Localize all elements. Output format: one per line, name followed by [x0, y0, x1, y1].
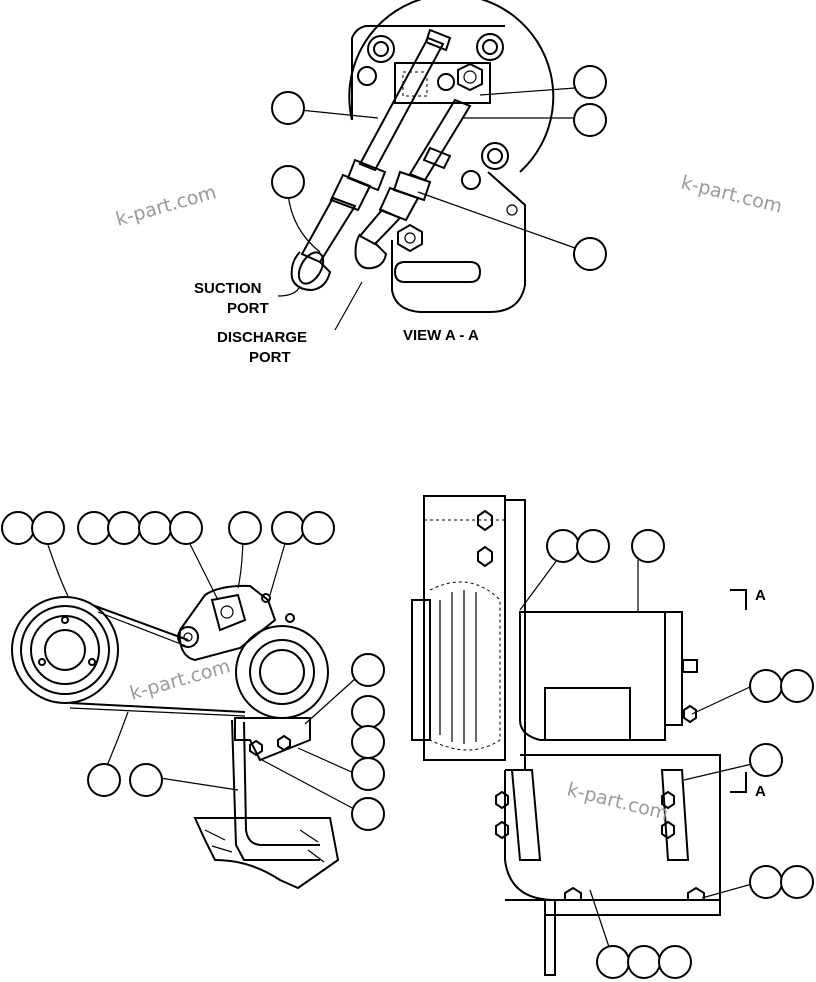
- callout-bubble: [31, 511, 65, 545]
- callout-bubble: [631, 529, 665, 563]
- callout-bubble: [596, 945, 630, 979]
- callout-bubble: [107, 511, 141, 545]
- callout-bubble: [271, 91, 305, 125]
- suction-label-1: SUCTION: [194, 280, 262, 297]
- view-title: VIEW A - A: [403, 327, 479, 344]
- callout-bubble: [749, 865, 783, 899]
- view-a-a-labels: SUCTION PORT DISCHARGE PORT VIEW A - A: [194, 280, 479, 366]
- belt-drive-drawing: [11, 539, 357, 890]
- callout-bubble: [780, 865, 814, 899]
- callout-bubble: [138, 511, 172, 545]
- callout-bubble: [749, 669, 783, 703]
- callout-bubble: [129, 763, 163, 797]
- discharge-label-2: PORT: [249, 349, 291, 366]
- callout-bubble: [749, 743, 783, 777]
- callout-bubble: [573, 237, 607, 271]
- callout-bubble: [301, 511, 335, 545]
- callout-bubble: [351, 797, 385, 831]
- side-view-section-marks: A A: [755, 587, 766, 800]
- watermark: k-part.com: [113, 181, 219, 231]
- callout-bubble: [351, 725, 385, 759]
- callout-bubble: [546, 529, 580, 563]
- callout-bubble: [87, 763, 121, 797]
- view-a-a-drawing: [277, 0, 576, 331]
- callout-bubble: [351, 757, 385, 791]
- callout-bubble: [169, 511, 203, 545]
- watermark: k-part.com: [565, 779, 671, 825]
- callout-bubble: [271, 165, 305, 199]
- watermarks: k-part.com k-part.com k-part.com k-part.…: [113, 172, 784, 825]
- callout-bubble: [351, 653, 385, 687]
- section-mark-bottom: A: [755, 783, 766, 800]
- view-a-a-callouts: [271, 65, 607, 271]
- callout-bubble: [77, 511, 111, 545]
- watermark: k-part.com: [127, 655, 233, 705]
- side-view-callouts: [546, 529, 814, 979]
- callout-bubble: [271, 511, 305, 545]
- side-view-drawing: [411, 495, 753, 976]
- discharge-label-1: DISCHARGE: [217, 329, 307, 346]
- callout-bubble: [573, 65, 607, 99]
- callout-bubble: [627, 945, 661, 979]
- callout-bubble: [780, 669, 814, 703]
- callout-bubble: [228, 511, 262, 545]
- callout-bubble: [351, 695, 385, 729]
- callout-bubble: [658, 945, 692, 979]
- callout-bubble: [576, 529, 610, 563]
- watermark: k-part.com: [679, 172, 785, 218]
- suction-label-2: PORT: [227, 300, 269, 317]
- section-mark-top: A: [755, 587, 766, 604]
- callout-bubble: [1, 511, 35, 545]
- belt-drive-callouts: [1, 511, 385, 831]
- callout-bubble: [573, 103, 607, 137]
